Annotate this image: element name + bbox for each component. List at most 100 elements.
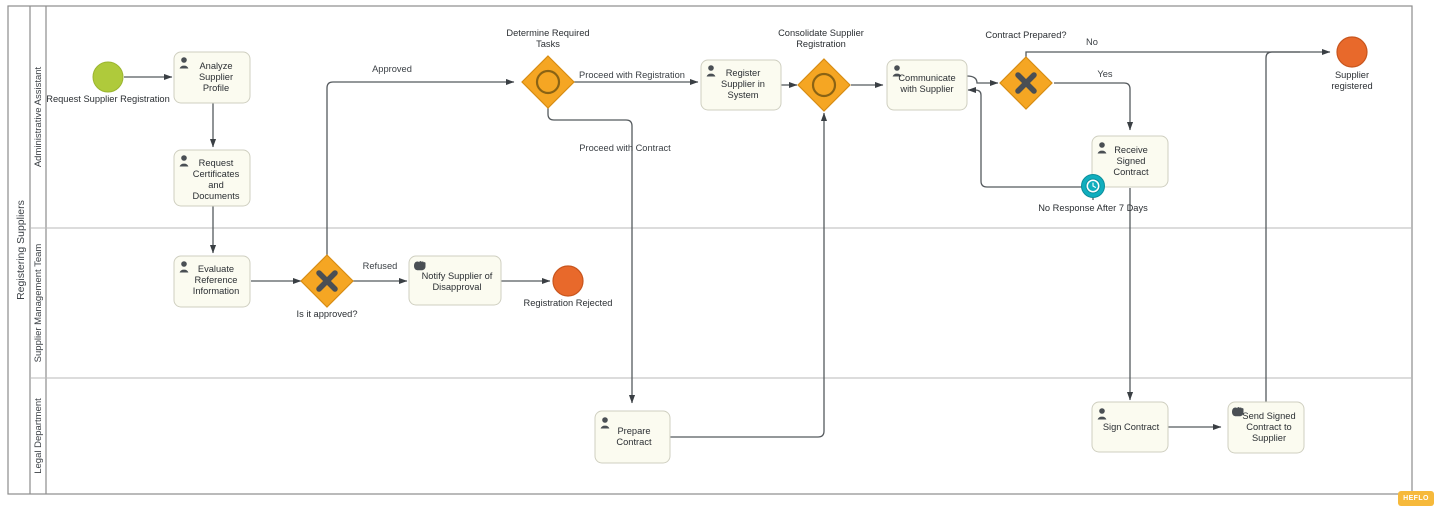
gateway-contract-prepared[interactable]: Contract Prepared? bbox=[985, 30, 1067, 110]
svg-text:Supplier: Supplier bbox=[1335, 70, 1369, 80]
task-send-signed-contract-label: Supplier bbox=[1252, 433, 1286, 443]
svg-text:Determine Required: Determine Required bbox=[506, 28, 589, 38]
svg-text:Communicate: Communicate bbox=[898, 73, 955, 83]
svg-text:Reference: Reference bbox=[195, 275, 238, 285]
end-event-registration-rejected-label: Registration Rejected bbox=[524, 298, 613, 308]
start-event-label: Request Supplier Registration bbox=[46, 94, 170, 104]
exclusive-x-icon bbox=[316, 270, 338, 292]
pool-label: Registering Suppliers bbox=[15, 200, 27, 300]
task-request-certificates-label: Documents bbox=[192, 191, 239, 201]
svg-text:Supplier in: Supplier in bbox=[721, 79, 765, 89]
heflo-watermark: HEFLO bbox=[1398, 491, 1434, 506]
task-receive-signed-contract[interactable]: Receive Signed Contract bbox=[1091, 135, 1169, 188]
svg-text:Send Signed: Send Signed bbox=[1242, 411, 1295, 421]
gateway-consolidate-diamond[interactable] bbox=[797, 58, 851, 112]
svg-text:Certificates: Certificates bbox=[193, 169, 240, 179]
task-receive-signed-contract-box[interactable] bbox=[1091, 135, 1169, 188]
svg-text:Receive: Receive bbox=[1114, 145, 1148, 155]
task-receive-signed-contract-label: Contract bbox=[1113, 167, 1149, 177]
flow-no-to-supplier-registered bbox=[1025, 48, 1331, 57]
task-communicate-label: with Supplier bbox=[899, 84, 953, 94]
start-event-request-supplier-registration[interactable]: Request Supplier Registration bbox=[46, 61, 170, 104]
task-prepare-contract[interactable]: Prepare Contract bbox=[594, 410, 671, 464]
task-communicate-with-supplier[interactable]: Communicate with Supplier bbox=[886, 59, 968, 111]
flow-communicate-to-gateway-contract-prepared bbox=[966, 75, 999, 87]
task-register-supplier-label: System bbox=[728, 90, 759, 100]
inclusive-circle-icon bbox=[535, 69, 561, 95]
manual-task-icon bbox=[413, 261, 426, 271]
flow-label-no: No bbox=[1086, 37, 1098, 47]
task-notify-supplier-box[interactable] bbox=[408, 255, 502, 306]
task-send-signed-contract-to-supplier[interactable]: Send Signed Contract to Supplier bbox=[1227, 401, 1305, 454]
gateway-determine-required-tasks[interactable]: Determine Required Tasks bbox=[506, 28, 590, 109]
manual-task-icon bbox=[1232, 407, 1244, 417]
task-request-certificates-and-documents[interactable]: Request Certificates and Documents bbox=[173, 149, 251, 207]
end-event-supplier-registered-circle[interactable] bbox=[1336, 36, 1368, 68]
svg-text:Signed: Signed bbox=[1117, 156, 1146, 166]
flow-approved-to-determine-required-tasks bbox=[326, 78, 515, 255]
task-notify-supplier-of-disapproval[interactable]: Notify Supplier of Disapproval bbox=[408, 255, 502, 306]
flow-timer-back-to-communicate bbox=[967, 86, 1094, 200]
pool-border bbox=[7, 5, 1413, 495]
svg-text:Request: Request bbox=[199, 158, 234, 168]
end-event-supplier-registered[interactable]: Supplier registered bbox=[1331, 36, 1373, 91]
task-prepare-contract-label: Contract bbox=[616, 437, 652, 447]
end-event-registration-rejected[interactable]: Registration Rejected bbox=[524, 265, 613, 308]
user-task-icon bbox=[179, 261, 189, 273]
flow-label-approved: Approved bbox=[372, 64, 412, 74]
user-task-icon bbox=[1097, 408, 1107, 420]
task-request-certificates-box[interactable] bbox=[173, 149, 251, 207]
flow-yes-to-receive-signed-contract bbox=[1054, 82, 1134, 131]
exclusive-x-icon bbox=[1015, 72, 1037, 94]
user-task-icon bbox=[892, 65, 902, 77]
task-evaluate-reference-label: Information bbox=[193, 286, 240, 296]
heflo-watermark-label: HEFLO bbox=[1403, 495, 1429, 502]
lane-label-supplier-management-team: Supplier Management Team bbox=[33, 244, 44, 363]
flow-label-proceed-with-registration: Proceed with Registration bbox=[579, 70, 685, 80]
lane-label-legal-department: Legal Department bbox=[33, 398, 44, 474]
svg-text:Evaluate: Evaluate bbox=[198, 264, 234, 274]
task-communicate-box[interactable] bbox=[886, 59, 968, 111]
task-register-supplier-box[interactable] bbox=[700, 59, 782, 111]
svg-text:Analyze: Analyze bbox=[199, 61, 232, 71]
task-sign-contract[interactable]: Sign Contract bbox=[1091, 401, 1169, 453]
start-event-circle[interactable] bbox=[92, 61, 124, 93]
task-notify-supplier-label: Disapproval bbox=[432, 282, 481, 292]
user-task-icon bbox=[1097, 142, 1107, 154]
flow-send-signed-contract-to-end bbox=[1265, 51, 1300, 403]
flow-proceed-contract-to-prepare-contract bbox=[547, 108, 636, 404]
task-send-signed-contract-box[interactable] bbox=[1227, 401, 1305, 454]
gateway-is-it-approved[interactable]: Is it approved? bbox=[297, 254, 358, 319]
boundary-timer-label: No Response After 7 Days bbox=[1038, 203, 1148, 213]
gateway-determine-required-tasks-diamond[interactable] bbox=[521, 55, 575, 109]
gateway-consolidate-supplier-registration[interactable]: Consolidate Supplier Registration bbox=[778, 28, 864, 112]
svg-text:Supplier: Supplier bbox=[199, 72, 233, 82]
user-task-icon bbox=[179, 57, 189, 69]
task-analyze-supplier-profile[interactable]: Analyze Supplier Profile bbox=[173, 51, 251, 104]
flow-label-refused: Refused bbox=[363, 261, 398, 271]
gateway-consolidate-label: Registration bbox=[796, 39, 846, 49]
task-analyze-supplier-profile-box[interactable] bbox=[173, 51, 251, 104]
user-task-icon bbox=[179, 155, 189, 167]
svg-text:and: and bbox=[208, 180, 224, 190]
user-task-icon bbox=[706, 65, 716, 77]
inclusive-circle-icon bbox=[811, 72, 837, 98]
user-task-icon bbox=[600, 417, 610, 429]
svg-text:Contract to: Contract to bbox=[1246, 422, 1291, 432]
svg-text:Consolidate Supplier: Consolidate Supplier bbox=[778, 28, 864, 38]
svg-text:Prepare: Prepare bbox=[617, 426, 650, 436]
task-sign-contract-box[interactable] bbox=[1091, 401, 1169, 453]
end-event-supplier-registered-label: registered bbox=[1331, 81, 1372, 91]
end-event-registration-rejected-circle[interactable] bbox=[552, 265, 584, 297]
clock-icon bbox=[1088, 181, 1098, 191]
task-register-supplier-in-system[interactable]: Register Supplier in System bbox=[700, 59, 782, 111]
flow-label-yes: Yes bbox=[1097, 69, 1113, 79]
svg-text:Notify Supplier of: Notify Supplier of bbox=[422, 271, 493, 281]
task-evaluate-reference-information[interactable]: Evaluate Reference Information bbox=[173, 255, 251, 308]
task-evaluate-reference-box[interactable] bbox=[173, 255, 251, 308]
task-sign-contract-label: Sign Contract bbox=[1103, 422, 1160, 432]
boundary-timer-event-no-response-after-7-days[interactable]: No Response After 7 Days bbox=[1038, 174, 1148, 214]
flow-label-proceed-with-contract: Proceed with Contract bbox=[579, 143, 671, 153]
task-prepare-contract-box[interactable] bbox=[594, 410, 671, 464]
